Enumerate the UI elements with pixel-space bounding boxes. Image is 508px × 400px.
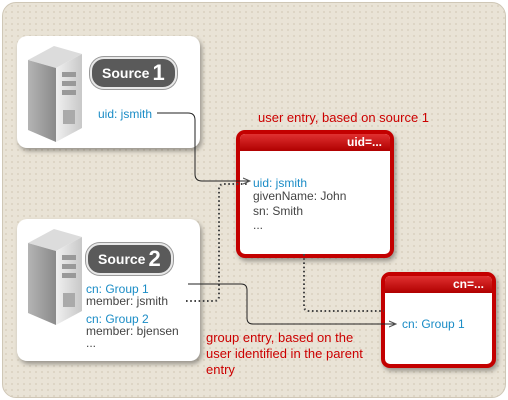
user-entry-card: uid=... uid: jsmith givenName: John sn: … [236, 130, 394, 258]
user-entry-caption: user entry, based on source 1 [258, 110, 430, 125]
user-entry-uid: uid: jsmith [253, 176, 308, 190]
source-2-member-bjensen: member: bjensen [86, 324, 179, 338]
group-entry-caption-line-3: entry [206, 362, 235, 377]
source-2-number: 2 [148, 246, 161, 271]
cn-mapping-arrow [188, 283, 396, 324]
group-entry-caption-line-2: user identified in the parent [206, 346, 363, 361]
user-entry-givenname: givenName: John [253, 189, 347, 203]
user-entry-sn: sn: Smith [253, 204, 304, 218]
group-entry-card: cn=... cn: Group 1 [381, 272, 496, 368]
group-entry-header: cn=... [385, 276, 492, 293]
source-2-cn-group-2: cn: Group 2 [86, 312, 149, 326]
server-icon [28, 46, 82, 142]
server-icon [28, 229, 82, 325]
uid-mapping-arrow [157, 112, 250, 181]
group-entry-cn: cn: Group 1 [402, 317, 465, 331]
source-2-ellipsis: ... [86, 336, 97, 350]
source-1-number: 1 [152, 60, 165, 85]
user-entry-ellipsis: ... [253, 218, 264, 232]
source-1-label: Source [102, 65, 150, 81]
parent-child-dotted [303, 254, 384, 312]
user-entry-header: uid=... [240, 134, 390, 151]
source-2-cn-group-1: cn: Group 1 [86, 282, 149, 296]
member-reference-dotted [186, 183, 248, 302]
group-entry-caption-line-1: group entry, based on the [206, 330, 354, 345]
source-2-member-jsmith: member: jsmith [86, 294, 169, 308]
source-2-label: Source [98, 251, 146, 267]
source-1-uid: uid: jsmith [98, 107, 153, 121]
